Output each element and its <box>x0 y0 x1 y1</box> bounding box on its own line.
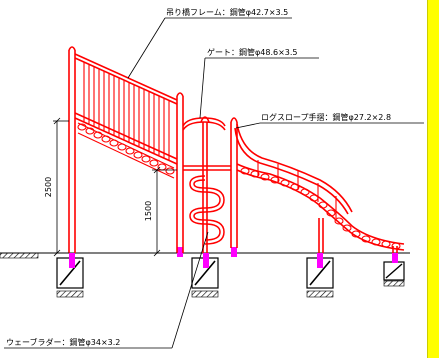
dimension-deck-height <box>152 166 177 257</box>
callout-gate-label: ゲート：鋼管φ48.6×3.5 <box>207 47 298 57</box>
dimension-1500-label: 1500 <box>144 201 153 221</box>
bridge-frame <box>68 46 184 253</box>
callout-slope-rail-leader <box>235 122 424 129</box>
callout-frame-leader <box>127 17 292 79</box>
bridge-balusters <box>83 62 170 160</box>
callout-wave-ladder-leader <box>4 231 209 349</box>
dimension-total-height <box>53 117 69 257</box>
callout-wave-ladder-label: ウェーブラダー：鋼管φ34×3.2 <box>6 337 120 347</box>
log-slope <box>234 123 405 253</box>
slope-logs <box>240 167 401 250</box>
callout-frame-label: 吊り橋フレーム：鋼管φ42.7×3.5 <box>166 7 288 17</box>
sheet-side-band <box>428 0 439 358</box>
sheet-edge-line <box>427 0 428 358</box>
footings <box>56 247 405 298</box>
gate-post-base-left <box>177 247 183 257</box>
footing-2 <box>191 253 219 298</box>
gate-arch <box>182 116 238 253</box>
bridge-deck-chain <box>77 122 175 179</box>
footing-1 <box>56 253 84 298</box>
wave-ladder <box>189 175 225 245</box>
footing-4 <box>383 253 405 287</box>
gate-post-base-right <box>231 247 237 257</box>
ground-hatch-left <box>0 252 39 259</box>
dimension-2500-label: 2500 <box>44 177 53 197</box>
footing-3 <box>306 253 334 298</box>
callout-slope-rail-label: ログスロープ手摺：鋼管φ27.2×2.8 <box>261 112 391 122</box>
callout-gate-leader <box>199 57 319 119</box>
